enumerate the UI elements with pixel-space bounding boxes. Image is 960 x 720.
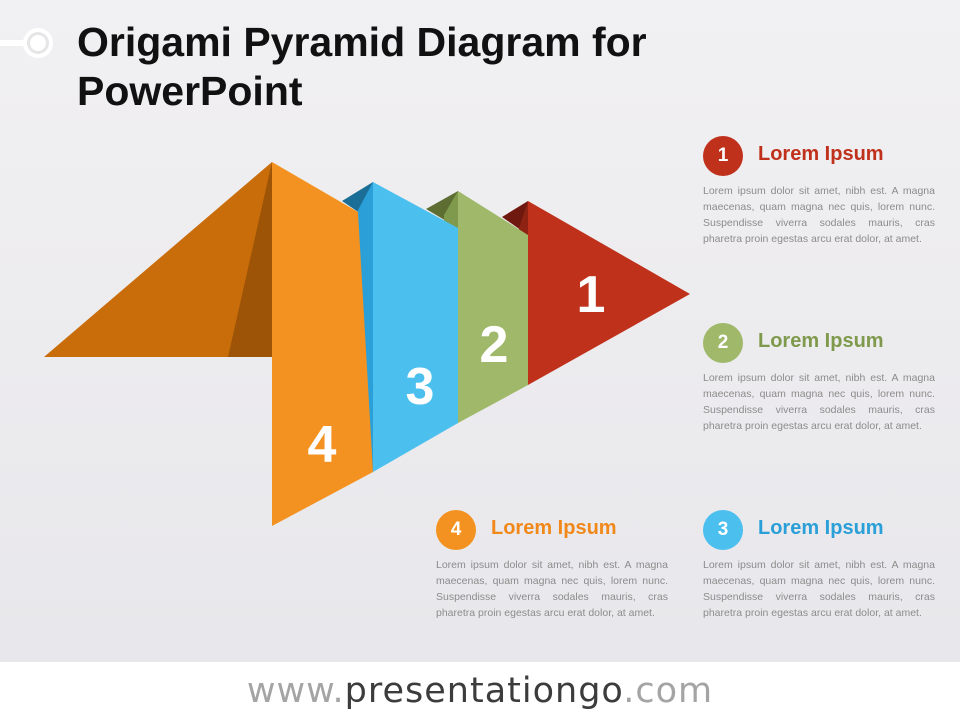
item-2: 2 Lorem Ipsum Lorem ipsum dolor sit amet… [703,323,935,434]
step-1-shape [528,201,690,385]
item-2-body: Lorem ipsum dolor sit amet, nibh est. A … [703,372,935,432]
slide: Origami Pyramid Diagram for PowerPoint 1… [0,18,935,621]
title-line-2: PowerPoint [77,68,303,114]
page-title: Origami Pyramid Diagram for PowerPoint [77,18,777,116]
item-1: 1 Lorem Ipsum Lorem ipsum dolor sit amet… [703,136,935,247]
footer-url-brand: presentationgo [344,671,624,711]
item-4: 4 Lorem Ipsum Lorem ipsum dolor sit amet… [436,510,668,621]
footer-url-suffix: .com [623,671,714,711]
footer-url-prefix: www. [246,671,345,711]
step-number-2: 2 [480,316,509,374]
item-3-body: Lorem ipsum dolor sit amet, nibh est. A … [703,559,935,619]
title-line-1: Origami Pyramid Diagram for [77,19,647,65]
item-3: 3 Lorem Ipsum Lorem ipsum dolor sit amet… [703,510,935,621]
step-4-shape [272,162,373,526]
item-3-badge: 3 [703,510,743,550]
item-4-title: Lorem Ipsum [491,517,617,539]
ring-decoration-icon [0,28,53,58]
item-1-title: Lorem Ipsum [758,143,884,165]
item-1-badge: 1 [703,136,743,176]
step-4-back-shadow [228,162,272,357]
step-4-back-face [44,162,272,357]
item-2-title: Lorem Ipsum [758,330,884,352]
step-2-shape [458,191,528,423]
step-number-1: 1 [577,266,606,324]
item-3-title: Lorem Ipsum [758,517,884,539]
item-2-badge: 2 [703,323,743,363]
item-4-body: Lorem ipsum dolor sit amet, nibh est. A … [436,559,668,619]
item-1-body: Lorem ipsum dolor sit amet, nibh est. A … [703,185,935,245]
footer-url[interactable]: www.presentationgo.com [0,662,960,720]
step-number-3: 3 [406,358,435,416]
origami-pyramid-diagram: 1 2 3 4 [44,162,690,526]
step-number-4: 4 [308,416,337,474]
item-4-badge: 4 [436,510,476,550]
step-3-shape [373,182,458,472]
